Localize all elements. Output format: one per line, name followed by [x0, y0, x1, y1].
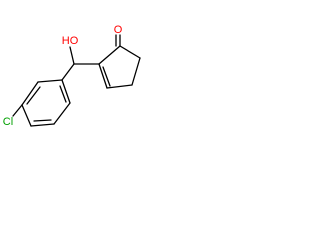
bond-ar5-ar6 [21, 81, 39, 106]
carbonyl-oxygen-label: O [114, 24, 123, 36]
bond-ar-cl [12, 104, 23, 117]
bond-ar1-ar2 [61, 79, 71, 104]
molecule-structure: O HO Cl [3, 24, 141, 128]
bond-ar2-ar3 [53, 102, 71, 125]
bond-ar1-ar2-inner [59, 85, 67, 103]
bond-c4-c5 [131, 57, 141, 86]
chlorine-label: Cl [3, 116, 13, 128]
chlorophenyl-ring [12, 79, 71, 127]
structure-canvas: O HO Cl [0, 0, 150, 150]
bond-c5-c1 [119, 45, 141, 59]
cyclopentenone-ring [98, 34, 141, 89]
bond-carbinol-oh [69, 46, 75, 65]
hydroxyl-label: HO [62, 35, 79, 47]
bond-ar6-ar1 [37, 79, 63, 83]
bond-ar5-ar6-inner [26, 86, 41, 105]
bond-carbinol-phenyl [61, 63, 75, 81]
bond-c2-c3-double-inner [102, 66, 111, 87]
bond-c1-c2 [98, 45, 121, 65]
carbinol-group [61, 46, 100, 81]
bond-ar3-ar4 [30, 123, 55, 127]
bond-ar3-ar4-inner [33, 119, 52, 122]
bond-ar4-ar5 [21, 104, 32, 127]
bond-c3-c4 [106, 84, 133, 89]
bond-c2-c3-double [98, 63, 108, 89]
